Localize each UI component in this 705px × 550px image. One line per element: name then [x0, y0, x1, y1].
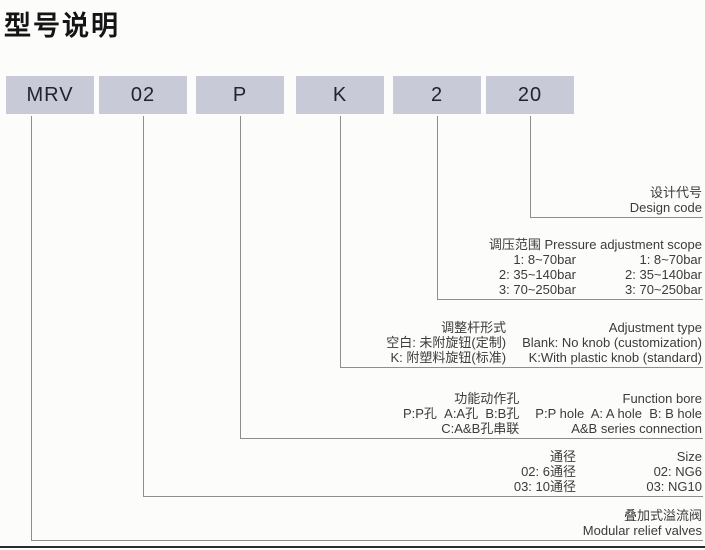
- pressure-row-en: 3: 70~250bar: [625, 282, 702, 297]
- adjustment-row-zh: K: 附塑料旋钮(标准): [390, 350, 507, 365]
- pressure-row-zh: 1: 8~70bar: [513, 252, 576, 267]
- design-code-label-zh: 设计代号: [649, 185, 702, 200]
- pressure-row-en: 1: 8~70bar: [639, 252, 702, 267]
- connector-line-mrv: [31, 116, 703, 541]
- model-code-box-knob: K: [296, 76, 384, 114]
- annotation-design-code: 设计代号 Design code: [630, 185, 702, 215]
- connector-line-knob: [340, 116, 703, 368]
- page-bottom-rule: [0, 546, 705, 548]
- pressure-scope-header-en: Pressure adjustment scope: [544, 237, 702, 252]
- size-row-en: 03: NG10: [646, 479, 702, 494]
- function-bore-row-en: A&B series connection: [571, 421, 702, 436]
- design-code-label-en: Design code: [629, 200, 702, 215]
- annotation-function-bore: 功能动作孔 Function bore P:P孔 A:A孔 B:B孔 P:P h…: [403, 391, 702, 436]
- adjustment-row-zh: 空白: 未附旋钮(定制): [386, 335, 507, 350]
- function-bore-row-zh: P:P孔 A:A孔 B:B孔: [402, 406, 520, 421]
- pressure-row-zh: 3: 70~250bar: [498, 282, 576, 297]
- model-code-box-mrv: MRV: [6, 76, 94, 114]
- annotation-pressure-scope: 调压范围 Pressure adjustment scope 1: 8~70ba…: [489, 237, 702, 297]
- adjustment-header-en: Adjustment type: [608, 320, 702, 335]
- model-code-box-function: P: [196, 76, 284, 114]
- pressure-scope-header-zh: 调压范围: [488, 237, 541, 252]
- connector-line-size: [143, 116, 703, 497]
- model-code-box-size: 02: [99, 76, 187, 114]
- function-bore-row-en: P:P hole A: A hole B: B hole: [535, 406, 702, 421]
- size-row-zh: 02: 6通径: [521, 464, 576, 479]
- model-code-box-design: 20: [486, 76, 574, 114]
- page-title: 型号说明: [4, 11, 120, 41]
- annotation-adjustment-type: 调整杆形式 Adjustment type 空白: 未附旋钮(定制) Blank…: [386, 320, 702, 365]
- adjustment-row-en: K:With plastic knob (standard): [528, 350, 702, 365]
- product-name-zh: 叠加式溢流阀: [623, 508, 702, 523]
- adjustment-row-en: Blank: No knob (customization): [522, 335, 702, 350]
- annotation-size: 通径 Size 02: 6通径 02: NG6 03: 10通径 03: NG1…: [514, 449, 702, 494]
- function-bore-header-en: Function bore: [622, 391, 703, 406]
- size-header-en: Size: [676, 449, 702, 464]
- pressure-row-en: 2: 35~140bar: [625, 267, 702, 282]
- model-code-box-pressure: 2: [393, 76, 481, 114]
- pressure-row-zh: 2: 35~140bar: [498, 267, 576, 282]
- pressure-scope-header: 调压范围 Pressure adjustment scope: [489, 237, 702, 252]
- size-header-zh: 通径: [549, 449, 576, 464]
- connector-line-design: [530, 116, 703, 218]
- annotation-product-name: 叠加式溢流阀 Modular relief valves: [583, 508, 702, 538]
- product-name-en: Modular relief valves: [582, 523, 702, 538]
- function-bore-row-zh: C:A&B孔串联: [441, 421, 520, 436]
- connector-line-pressure: [437, 116, 703, 300]
- size-row-zh: 03: 10通径: [513, 479, 576, 494]
- size-row-en: 02: NG6: [653, 464, 702, 479]
- adjustment-header-zh: 调整杆形式: [441, 320, 507, 335]
- function-bore-header-zh: 功能动作孔: [454, 391, 520, 406]
- connector-line-function: [240, 116, 703, 439]
